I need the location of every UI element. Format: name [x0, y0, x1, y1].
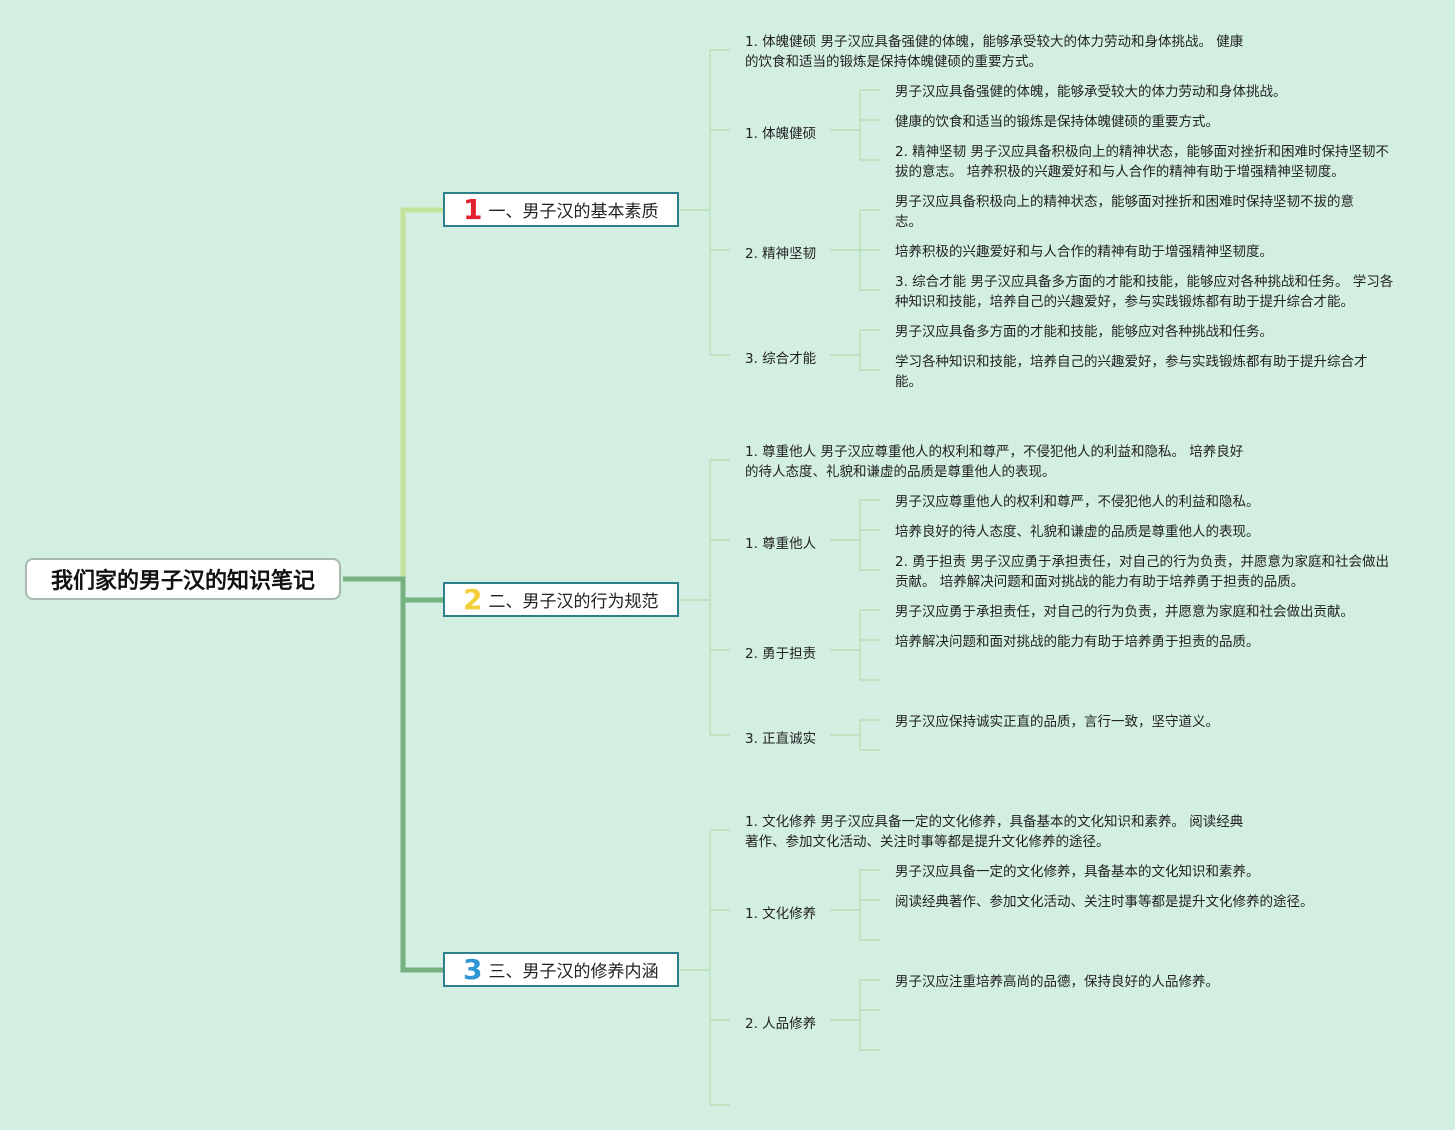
leaf-node[interactable]: 培养良好的待人态度、礼貌和谦虚的品质是尊重他人的表现。 — [895, 524, 1260, 540]
topic3-connectors — [680, 829, 880, 1106]
branch-line-2 — [343, 576, 443, 603]
summary-node[interactable]: 1. 尊重他人 男子汉应尊重他人的权利和尊严，不侵犯他人的利益和隐私。 培养良好… — [745, 444, 1244, 480]
number-1-icon: 1 — [463, 192, 483, 226]
leaf-node[interactable]: 男子汉应保持诚实正直的品质，言行一致，坚守道义。 — [895, 714, 1219, 730]
root-node[interactable]: 我们家的男子汉的知识笔记 — [25, 558, 341, 600]
topic-label: 三、男子汉的修养内涵 — [488, 962, 659, 982]
topic-node-2[interactable]: 2 二、男子汉的行为规范 — [443, 582, 679, 617]
subtopic-node[interactable]: 1. 体魄健硕 — [745, 126, 817, 142]
topic-node-1[interactable]: 1 一、男子汉的基本素质 — [443, 192, 679, 227]
leaf-node[interactable]: 2. 勇于担责 男子汉应勇于承担责任，对自己的行为负责，并愿意为家庭和社会做出贡… — [895, 554, 1389, 590]
summary-node[interactable]: 1. 文化修养 男子汉应具备一定的文化修养，具备基本的文化知识和素养。 阅读经典… — [745, 814, 1244, 850]
leaf-node[interactable]: 3. 综合才能 男子汉应具备多方面的才能和技能，能够应对各种挑战和任务。 学习各… — [895, 274, 1394, 310]
topic1-connectors — [680, 49, 880, 371]
leaf-node[interactable]: 健康的饮食和适当的锻炼是保持体魄健硕的重要方式。 — [895, 114, 1219, 130]
subtopic-node[interactable]: 3. 综合才能 — [745, 351, 817, 367]
leaf-node[interactable]: 男子汉应注重培养高尚的品德，保持良好的人品修养。 — [895, 974, 1219, 990]
number-3-icon: 3 — [463, 952, 483, 986]
topic-node-3[interactable]: 3 三、男子汉的修养内涵 — [443, 952, 679, 987]
subtopic-node[interactable]: 2. 人品修养 — [745, 1016, 817, 1032]
branch-line-1 — [343, 207, 443, 582]
leaf-node[interactable]: 2. 精神坚韧 男子汉应具备积极向上的精神状态，能够面对挫折和困难时保持坚韧不拔… — [895, 144, 1389, 180]
leaf-node[interactable]: 男子汉应具备多方面的才能和技能，能够应对各种挑战和任务。 — [895, 324, 1273, 340]
leaf-node[interactable]: 男子汉应勇于承担责任，对自己的行为负责，并愿意为家庭和社会做出贡献。 — [895, 604, 1354, 620]
leaf-node[interactable]: 培养积极的兴趣爱好和与人合作的精神有助于增强精神坚韧度。 — [895, 244, 1273, 260]
leaf-node[interactable]: 阅读经典著作、参加文化活动、关注时事等都是提升文化修养的途径。 — [895, 894, 1314, 910]
leaf-node[interactable]: 男子汉应尊重他人的权利和尊严，不侵犯他人的利益和隐私。 — [895, 494, 1260, 510]
subtopic-node[interactable]: 2. 勇于担责 — [745, 646, 817, 662]
leaf-node[interactable]: 学习各种知识和技能，培养自己的兴趣爱好，参与实践锻炼都有助于提升综合才能。 — [895, 354, 1368, 390]
topic-label: 二、男子汉的行为规范 — [488, 592, 659, 612]
subtopic-node[interactable]: 1. 尊重他人 — [745, 536, 817, 552]
branch-line-3 — [343, 576, 443, 973]
subtopic-node[interactable]: 3. 正直诚实 — [745, 731, 817, 747]
leaf-node[interactable]: 培养解决问题和面对挑战的能力有助于培养勇于担责的品质。 — [895, 634, 1260, 650]
topic2-connectors — [680, 459, 880, 751]
summary-node[interactable]: 1. 体魄健硕 男子汉应具备强健的体魄，能够承受较大的体力劳动和身体挑战。 健康… — [745, 34, 1244, 70]
subtopic-node[interactable]: 2. 精神坚韧 — [745, 246, 817, 262]
root-title: 我们家的男子汉的知识笔记 — [50, 569, 315, 594]
topic-label: 一、男子汉的基本素质 — [488, 202, 659, 222]
leaf-node[interactable]: 男子汉应具备一定的文化修养，具备基本的文化知识和素养。 — [895, 864, 1260, 880]
leaf-node[interactable]: 男子汉应具备积极向上的精神状态，能够面对挫折和困难时保持坚韧不拔的意志。 — [895, 194, 1354, 230]
leaf-node[interactable]: 男子汉应具备强健的体魄，能够承受较大的体力劳动和身体挑战。 — [895, 84, 1287, 100]
number-2-icon: 2 — [463, 582, 483, 616]
subtopic-node[interactable]: 1. 文化修养 — [745, 906, 817, 922]
